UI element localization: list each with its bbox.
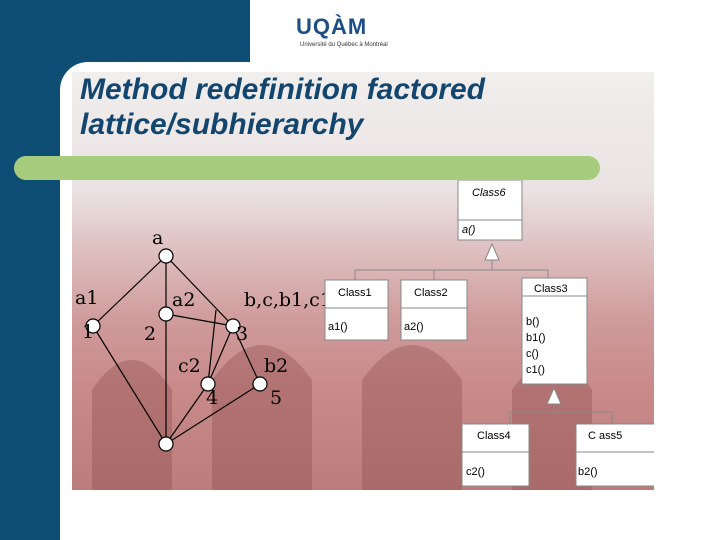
class3-name: Class3 <box>534 283 568 295</box>
uml-class3: Class3 b() b1() c() c1() <box>522 278 587 384</box>
title-line-1: Method redefinition factored <box>80 72 620 107</box>
lattice-label-b2: b2 <box>264 355 288 377</box>
lattice-node-bottom <box>159 437 173 451</box>
left-sidebar-band <box>0 0 60 540</box>
lattice-label-bcb1c1: b,c,b1,c1 <box>244 289 332 311</box>
lattice-label-5: 5 <box>270 387 282 409</box>
uml-class1: Class1 a1() <box>325 280 388 340</box>
class2-name: Class2 <box>414 287 448 299</box>
lattice-label-2: 2 <box>144 323 156 345</box>
class3-method-c: c() <box>526 348 539 360</box>
lattice-label-a2: a2 <box>172 289 195 311</box>
lattice-edges <box>93 256 260 444</box>
class1-name: Class1 <box>338 287 372 299</box>
class6-method: a() <box>462 224 476 236</box>
lattice-label-a1: a1 <box>75 287 98 309</box>
class3-method-b: b() <box>526 316 539 328</box>
class3-method-c1: c1() <box>526 364 545 376</box>
class1-method: a1() <box>328 321 348 333</box>
uml-class6: Class6 a() <box>458 180 522 240</box>
lattice-label-a: a <box>152 227 163 249</box>
uqam-logo: UQÀM Université du Québec à Montréal <box>296 14 406 54</box>
class5-method: b2() <box>578 466 598 478</box>
slide-title: Method redefinition factored lattice/sub… <box>80 72 620 142</box>
class5-name: C ass5 <box>588 430 622 442</box>
uml-class2: Class2 a2() <box>401 280 467 340</box>
title-line-2: lattice/subhierarchy <box>80 107 620 142</box>
lattice-nodes <box>86 249 267 451</box>
uml-class5: C ass5 b2() <box>576 424 654 486</box>
lattice-label-c2: c2 <box>178 355 201 377</box>
inheritance-connector-bottom <box>510 388 612 424</box>
lattice-label-3: 3 <box>236 323 248 345</box>
logo-subtitle: Université du Québec à Montréal <box>300 42 388 48</box>
class2-method: a2() <box>404 321 424 333</box>
uml-class4: Class4 c2() <box>462 424 529 486</box>
class4-name: Class4 <box>477 430 511 442</box>
logo-text: UQÀM <box>296 14 367 40</box>
inheritance-connector-top <box>355 244 548 280</box>
class3-method-b1: b1() <box>526 332 546 344</box>
top-band <box>60 0 250 62</box>
title-underline-bar <box>14 156 600 180</box>
class4-method: c2() <box>466 466 485 478</box>
lattice-node-2 <box>159 307 173 321</box>
lattice-label-1: 1 <box>82 321 94 343</box>
diagram-area: a a1 1 a2 2 b,c,b1,c1 3 c2 4 b2 5 Class6… <box>72 180 654 490</box>
lattice-label-4: 4 <box>206 387 218 409</box>
lattice-node-5 <box>253 377 267 391</box>
class6-name: Class6 <box>472 187 507 199</box>
lattice-node-top <box>159 249 173 263</box>
